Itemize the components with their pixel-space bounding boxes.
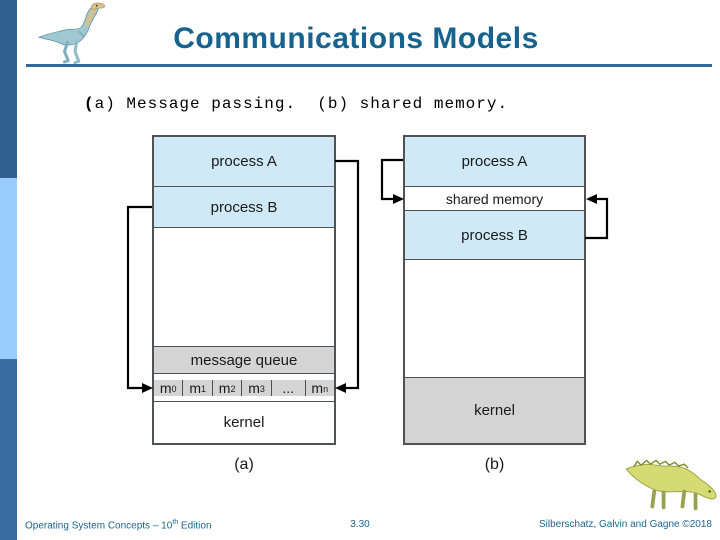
process-b-box: process B — [154, 187, 334, 228]
slide-number: 3.30 — [350, 519, 370, 530]
process-a-box-b: process A — [405, 137, 584, 187]
caption-paren: ( — [84, 95, 95, 113]
figure-a-label: (a) — [234, 456, 254, 473]
dinosaur-footer-icon — [626, 459, 717, 511]
caption-text: a) Message passing. (b) shared memory. — [94, 95, 509, 113]
sidebar-band-middle — [0, 178, 17, 359]
footer-book-title: Operating System Concepts – 10th Edition — [25, 519, 212, 532]
footer-authors: Silberschatz, Galvin and Gagne ©2018 — [538, 519, 712, 530]
message-queue-box: message queue — [154, 347, 334, 374]
page-title: Communications Models — [173, 22, 539, 55]
process-b-box-b: process B — [405, 211, 584, 260]
figure-caption: (a) Message passing. (b) shared memory. — [84, 95, 508, 113]
dinosaur-logo-icon — [37, 2, 106, 65]
kernel-box-b: kernel — [405, 378, 584, 443]
user-space-area — [154, 228, 334, 347]
figure-b-label: (b) — [484, 456, 505, 473]
kernel-box-a: kernel — [154, 402, 334, 443]
title-divider — [26, 64, 712, 67]
sidebar-band-bottom — [0, 359, 17, 540]
sidebar-band-top — [0, 0, 17, 178]
shared-memory-box: shared memory — [405, 187, 584, 211]
user-space-area-b — [405, 260, 584, 378]
shared-memory-diagram: process A shared memory process B kernel — [403, 135, 586, 445]
process-a-box: process A — [154, 137, 334, 187]
queue-cell-ellipsis: ... — [271, 379, 306, 396]
